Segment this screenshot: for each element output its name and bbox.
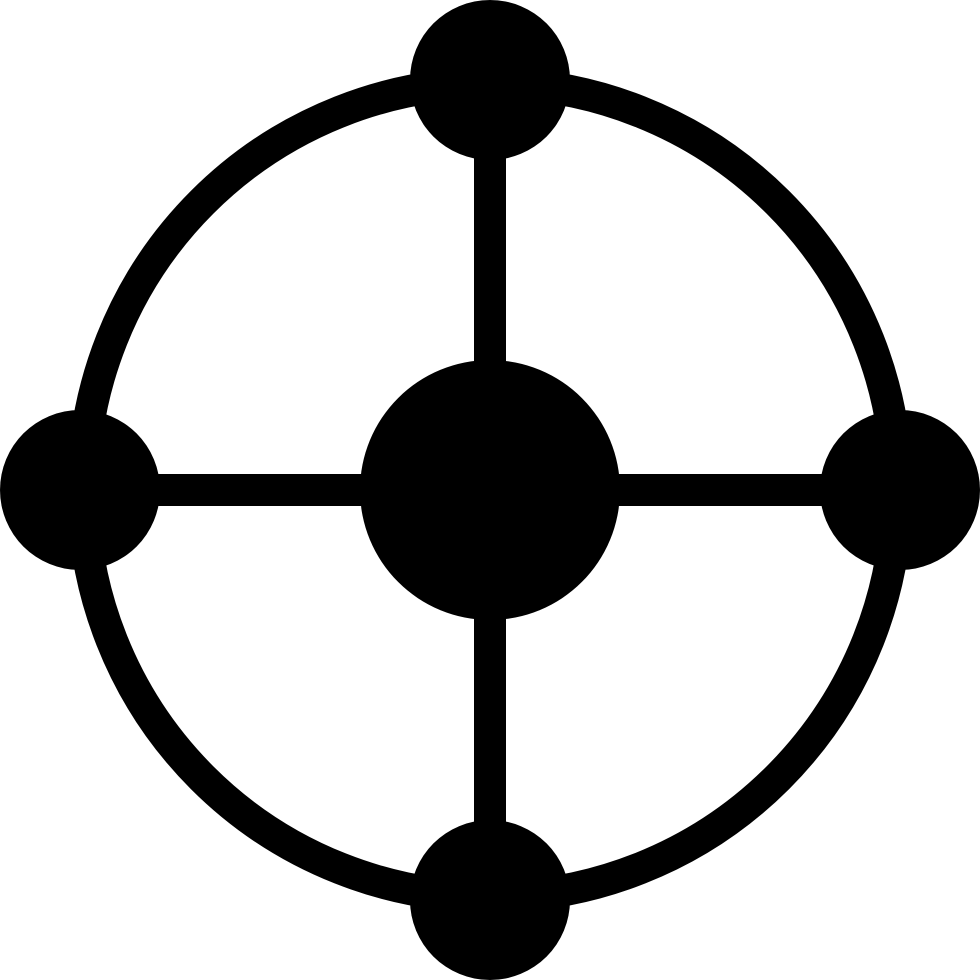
spoke-left xyxy=(150,474,370,506)
spoke-right xyxy=(610,474,830,506)
left-node xyxy=(0,410,160,570)
bottom-node xyxy=(410,820,570,980)
right-node xyxy=(820,410,980,570)
spoke-bottom xyxy=(474,610,506,830)
center-node xyxy=(360,360,620,620)
spoke-top xyxy=(474,150,506,370)
top-node xyxy=(410,0,570,160)
